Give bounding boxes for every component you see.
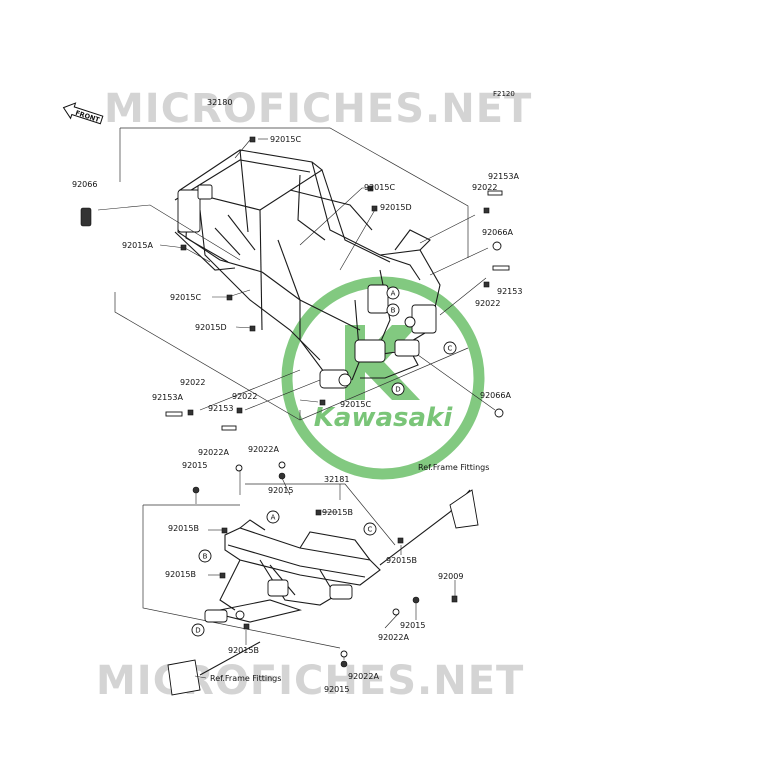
part-label: 92015B <box>228 646 259 655</box>
part-label: 92153A <box>152 393 183 402</box>
part-label: 92022A <box>198 448 229 457</box>
part-label: 92153 <box>497 287 522 296</box>
part-label: 92022 <box>475 299 500 308</box>
part-label: 92153 <box>208 404 233 413</box>
main-frame <box>174 149 441 389</box>
part-label: 92022A <box>248 445 279 454</box>
part-label: 92015B <box>168 524 199 533</box>
part-label: 92015C <box>340 400 371 409</box>
part-label: 92015B <box>165 570 196 579</box>
callout-c-sub: C <box>363 522 377 536</box>
ref-frame-fittings-left: Ref.Frame Fittings <box>210 674 281 683</box>
sub-frame <box>167 489 479 696</box>
part-label: 92022A <box>378 633 409 642</box>
ref-frame-fittings-right: Ref.Frame Fittings <box>418 463 489 472</box>
callout-d-sub: D <box>191 623 205 637</box>
part-label: 92015C <box>364 183 395 192</box>
part-label: 92015 <box>182 461 207 470</box>
part-label: 92022 <box>232 392 257 401</box>
main-frame-fasteners <box>80 136 510 431</box>
svg-text:C: C <box>448 345 453 353</box>
part-label: 92022 <box>472 183 497 192</box>
part-label: 92009 <box>438 572 463 581</box>
leaders-sub <box>194 470 456 679</box>
diagram-code: F2120 <box>493 90 515 98</box>
part-label: 92066A <box>480 391 511 400</box>
callout-a-main: A <box>386 286 400 300</box>
part-label: 92022A <box>348 672 379 681</box>
part-label: 92015 <box>400 621 425 630</box>
part-label: 92022 <box>180 378 205 387</box>
sub-frame-fasteners <box>192 461 458 668</box>
sub-frame-box <box>142 483 396 649</box>
part-label: 92015D <box>380 203 412 212</box>
part-label: 92015B <box>322 508 353 517</box>
part-label: 92015C <box>270 135 301 144</box>
svg-text:A: A <box>271 514 276 522</box>
callout-b-sub: B <box>198 549 212 563</box>
assembly-number-main: 32180 <box>207 98 232 107</box>
svg-text:D: D <box>395 386 400 394</box>
part-label: 92066A <box>482 228 513 237</box>
part-label: 92015C <box>170 293 201 302</box>
part-label: 92015 <box>324 685 349 694</box>
leaders-main <box>97 138 496 411</box>
assembly-number-sub: 32181 <box>324 475 349 484</box>
part-label: 92015B <box>386 556 417 565</box>
svg-text:C: C <box>368 526 373 534</box>
part-label: 92015D <box>195 323 227 332</box>
callout-c-main: C <box>443 341 457 355</box>
svg-text:D: D <box>195 627 200 635</box>
part-label: 92153A <box>488 172 519 181</box>
callout-a-sub: A <box>266 510 280 524</box>
watermark-bottom: MICROFICHES.NET <box>96 658 524 704</box>
watermark-top: MICROFICHES.NET <box>104 86 532 132</box>
part-label: 92015 <box>268 486 293 495</box>
front-arrow: FRONT <box>62 102 104 125</box>
part-label: 92015A <box>122 241 153 250</box>
part-label: 92066 <box>72 180 97 189</box>
svg-text:B: B <box>391 307 396 315</box>
main-frame-box <box>114 127 469 421</box>
svg-text:A: A <box>391 290 396 298</box>
logo-text: Kawasaki <box>314 403 454 433</box>
svg-text:B: B <box>203 553 208 561</box>
callout-d-main: D <box>391 382 405 396</box>
callout-b-main: B <box>386 303 400 317</box>
